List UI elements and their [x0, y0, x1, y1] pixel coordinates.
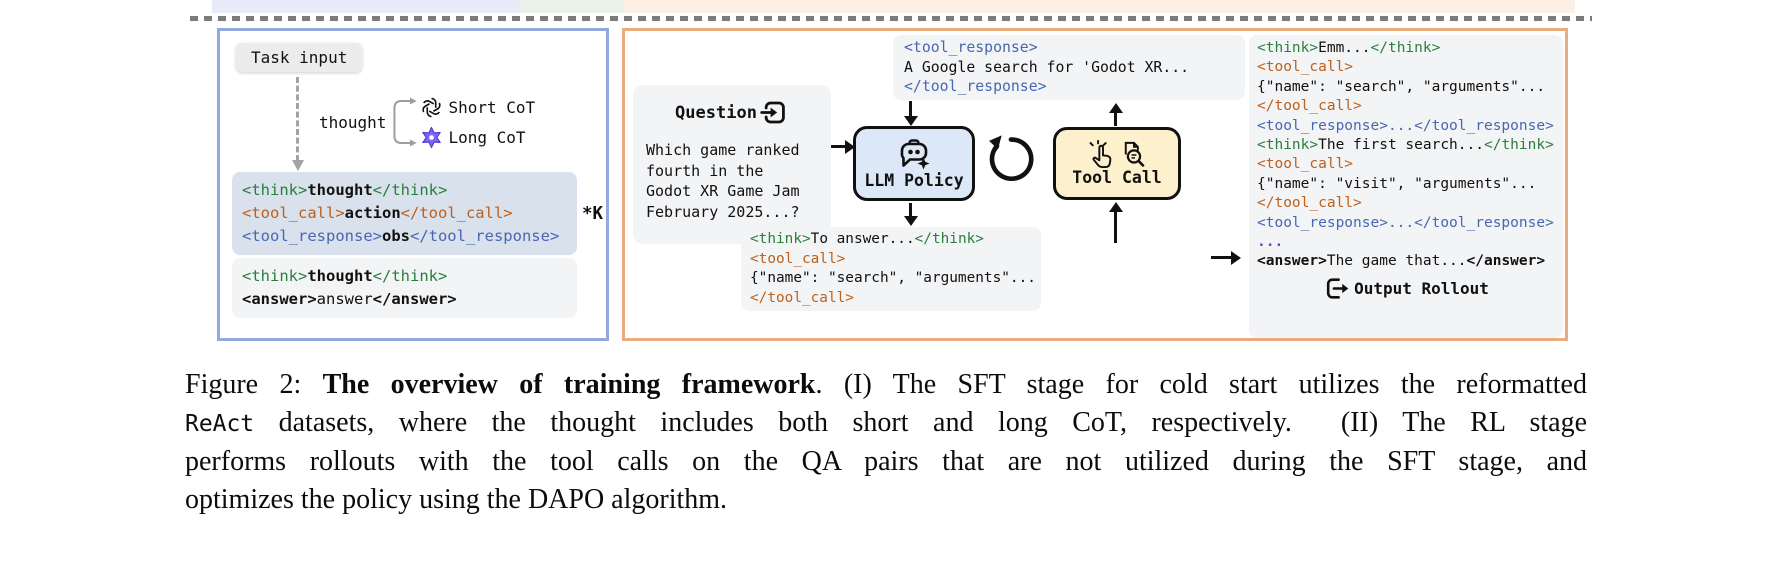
tool-call-icons: [1087, 140, 1148, 169]
enter-box-icon: [760, 98, 789, 127]
figure-caption: Figure 2: The overview of training frame…: [185, 369, 1587, 515]
response-to-policy-arrow: [903, 101, 918, 126]
output-rollout-label: Output Rollout: [1354, 278, 1489, 298]
doc-search-icon: [1119, 140, 1148, 169]
split-bracket-arrows-icon: [389, 93, 418, 151]
dashed-separator: [190, 16, 1592, 21]
tool-to-response-arrow: [1108, 103, 1123, 126]
sft-stage-panel: Task input thought: [217, 28, 609, 341]
openai-logo-icon: [420, 96, 443, 119]
task-to-trajectory-dashed-arrow: [291, 77, 304, 171]
top-strip-green: [520, 0, 624, 13]
thought-label: thought: [319, 112, 387, 132]
long-cot-label: Long CoT: [448, 127, 526, 147]
task-input-box: Task input: [236, 43, 363, 72]
rollout-code: <think>Emm...</think><tool_call>{"name":…: [1257, 40, 1554, 270]
short-cot-row: Short CoT: [420, 95, 535, 119]
policy-to-output-arrow: [903, 203, 918, 226]
export-box-icon: [1323, 275, 1350, 302]
final-answer-code-box: <think>thought</think><answer>answer</an…: [232, 258, 577, 318]
output-to-tool-arrow: [1108, 202, 1123, 243]
question-to-policy-arrow: [831, 139, 855, 154]
tool-call-node: Tool Call: [1053, 127, 1181, 200]
thought-cot-group: thought: [319, 93, 535, 151]
llm-policy-node: LLM Policy: [853, 126, 975, 201]
top-strip-lavender: [212, 0, 520, 13]
top-strip-peach: [624, 0, 1575, 13]
tap-click-icon: [1087, 140, 1114, 169]
cot-rows: Short CoT Long CoT: [420, 95, 535, 149]
loop-refresh-icon: [983, 133, 1039, 189]
policy-output-block: <think>To answer...</think><tool_call>{"…: [741, 227, 1041, 311]
trajectory-code-box: <think>thought</think><tool_call>action<…: [232, 172, 577, 255]
question-label: Question: [675, 102, 757, 123]
short-cot-label: Short CoT: [448, 97, 536, 117]
question-header: Question: [633, 98, 831, 127]
rollout-block: <think>Emm...</think><tool_call>{"name":…: [1249, 35, 1563, 338]
tool-call-label: Tool Call: [1072, 168, 1162, 187]
output-rollout-row: Output Rollout: [1257, 275, 1555, 302]
robot-icon: [895, 138, 933, 172]
llm-policy-label: LLM Policy: [864, 170, 964, 190]
output-to-rollout-arrow: [1211, 250, 1241, 265]
long-cot-row: Long CoT: [420, 125, 535, 149]
qwen-logo-icon: [420, 126, 443, 149]
repeat-k-badge: *K: [582, 204, 604, 224]
tool-response-block: <tool_response>A Google search for 'Godo…: [893, 35, 1245, 100]
